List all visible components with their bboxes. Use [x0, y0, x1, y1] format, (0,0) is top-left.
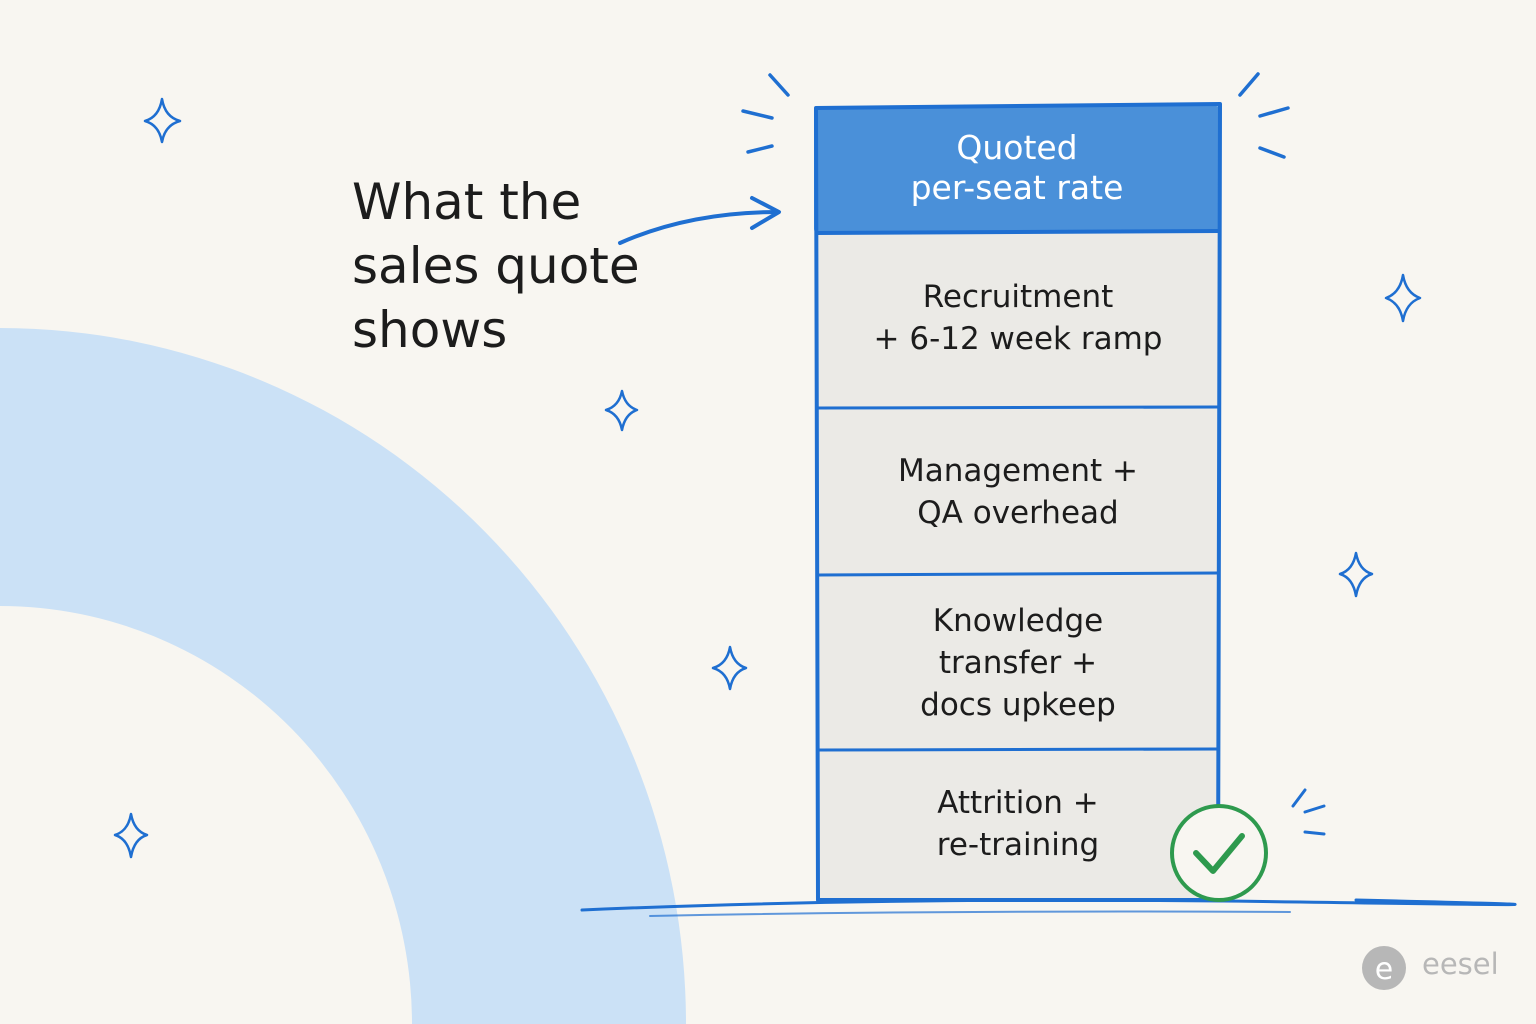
caption: What the sales quote shows — [352, 170, 640, 362]
ground-line — [580, 898, 1517, 912]
sparkle-icon — [113, 97, 1422, 859]
brand-name: eesel — [1422, 947, 1499, 981]
stack-cell-line: + 6-12 week ramp — [873, 321, 1163, 357]
stack-cell-attrition: Attrition + re-training — [822, 782, 1214, 866]
ground-line-2 — [649, 910, 1291, 917]
stack-cell-line: Management + — [897, 453, 1139, 489]
stack-header-line: per-seat rate — [910, 168, 1124, 207]
stack-cell-line: transfer + — [938, 645, 1098, 681]
stack-cell-management: Management + QA overhead — [822, 450, 1214, 534]
caption-line: What the — [352, 173, 582, 231]
divider-2 — [817, 405, 1219, 410]
stack-cell-recruitment: Recruitment + 6-12 week ramp — [822, 276, 1214, 360]
stack-cell-line: QA overhead — [917, 495, 1119, 531]
stack-cell-bg-3 — [818, 574, 1218, 750]
stack-cell-line: Recruitment — [922, 279, 1114, 315]
stack-cell-line: Attrition + — [937, 785, 1099, 821]
caption-line: sales quote — [352, 237, 640, 295]
eesel-logo-icon: e — [1362, 946, 1406, 990]
decorative-arc — [0, 328, 686, 1024]
divider-3 — [817, 571, 1219, 577]
caption-line: shows — [352, 301, 508, 359]
svg-text:e: e — [1375, 952, 1393, 987]
emphasis-ticks-left — [741, 73, 790, 154]
check-circle-icon — [1170, 804, 1268, 902]
stack-cell-bg-1 — [818, 233, 1218, 408]
divider-4 — [817, 747, 1219, 752]
arrow-icon — [618, 196, 781, 245]
check-emphasis-ticks — [1291, 788, 1326, 836]
stack-header-line: Quoted — [956, 128, 1078, 167]
stack-cell-knowledge: Knowledge transfer + docs upkeep — [822, 600, 1214, 726]
stack-header: Quoted per-seat rate — [818, 128, 1216, 208]
stack-cell-bg-2 — [818, 408, 1218, 574]
emphasis-ticks-right — [1238, 72, 1290, 159]
stack-cell-bg-4 — [818, 750, 1218, 900]
stack-cell-line: Knowledge — [932, 603, 1104, 639]
stack-cell-line: docs upkeep — [920, 687, 1116, 723]
divider-1 — [815, 229, 1221, 235]
stack-header-bg — [814, 106, 1220, 233]
stack-cell-line: re-training — [936, 827, 1100, 863]
